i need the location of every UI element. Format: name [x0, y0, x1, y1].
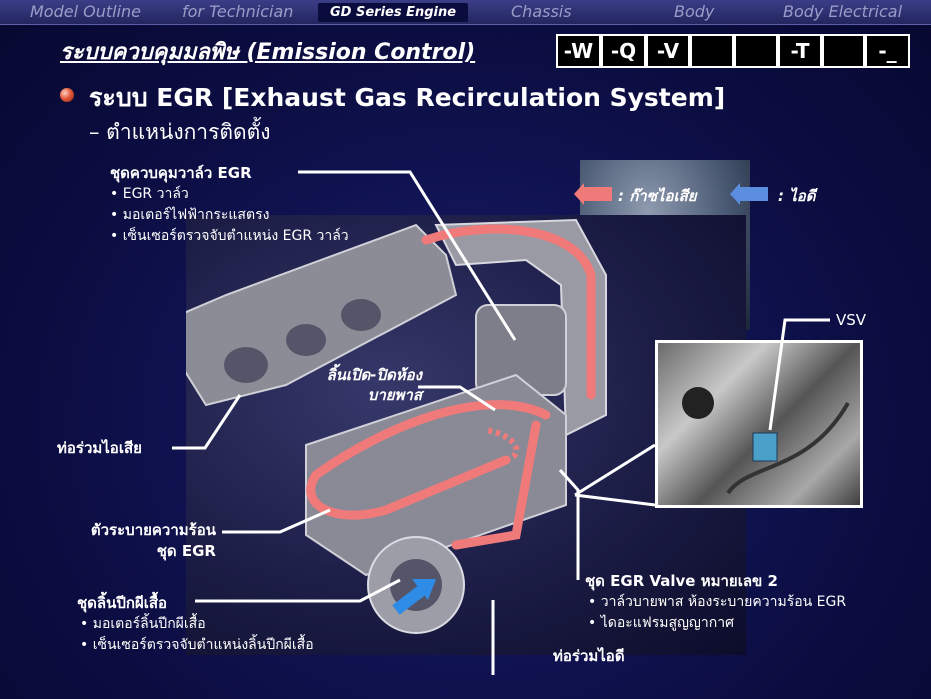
variant-box-t: -T — [778, 34, 822, 68]
bullet-icon — [60, 88, 74, 102]
bypass-flap-label-2: บายพาส — [367, 386, 422, 404]
intake-flow-arrow — [392, 582, 430, 615]
throttle-assy-item: มอเตอร์ลิ้นปีกผีเสื้อ — [80, 614, 314, 635]
egr-valve-assy-title: ชุดควบคุมวาล์ว EGR — [110, 164, 252, 182]
throttle-assy-list: มอเตอร์ลิ้นปีกผีเสื้อ เซ็นเซอร์ตรวจจับตำ… — [80, 614, 314, 656]
egr-valve-no2-title: ชุด EGR Valve หมายเลข 2 — [585, 572, 778, 590]
egr-valve-no2-item: ไดอะแฟรมสูญญากาศ — [588, 613, 846, 634]
tab-gd-series-engine[interactable]: GD Series Engine — [318, 3, 469, 22]
top-navigation: Model Outline for Technician GD Series E… — [0, 0, 931, 25]
intake-arrow-head — [412, 579, 436, 600]
egr-valve-assy-item: เซ็นเซอร์ตรวจจับตำแหน่ง EGR วาล์ว — [110, 226, 349, 247]
tab-chassis[interactable]: Chassis — [511, 2, 572, 21]
tab-for-technician[interactable]: for Technician — [182, 2, 294, 21]
egr-valve-no2-item: วาล์วบายพาส ห้องระบายความร้อน EGR — [588, 592, 846, 613]
manifold-port-2 — [286, 324, 326, 356]
vsv-inset-photo — [655, 340, 863, 508]
egr-cooler-label-2: ชุด EGR — [156, 542, 216, 560]
manifold-port-1 — [224, 347, 268, 383]
intake-legend-label: : ไอดี — [778, 187, 816, 205]
bypass-flap-label-1: ลิ้นเปิด-ปิดห้อง — [326, 366, 422, 384]
inset-hose — [726, 402, 850, 495]
inset-vsv-body — [752, 432, 778, 462]
intake-manifold-label: ท่อร่วมไอดี — [553, 647, 625, 665]
tab-model-outline[interactable]: Model Outline — [30, 2, 142, 21]
page-title: ระบบควบคุมมลพิษ (Emission Control) — [60, 40, 476, 65]
exhaust-legend-arrow-icon — [574, 183, 612, 205]
manifold-port-3 — [341, 299, 381, 331]
variant-box-underscore: -_ — [865, 34, 910, 68]
egr-valve-assy-item: มอเตอร์ไฟฟ้ากระแสตรง — [110, 205, 349, 226]
variant-box-empty-3 — [822, 34, 865, 68]
exhaust-legend-label: : ก๊าซไอเสีย — [618, 187, 697, 205]
egr-valve-assy-item: EGR วาล์ว — [110, 184, 349, 205]
variant-box-w: -W — [556, 34, 601, 68]
egr-valve-no2-list: วาล์วบายพาส ห้องระบายความร้อน EGR ไดอะแฟ… — [588, 592, 846, 634]
exhaust-manifold-label: ท่อร่วมไอเสีย — [57, 439, 142, 457]
variant-box-v: -V — [646, 34, 690, 68]
egr-valve-assy-list: EGR วาล์ว มอเตอร์ไฟฟ้ากระแสตรง เซ็นเซอร์… — [110, 184, 349, 247]
exhaust-flow-arrow-3 — [451, 420, 541, 550]
intake-legend-arrow-icon — [730, 183, 768, 205]
inset-port — [682, 387, 714, 419]
throttle-assy-title: ชุดลิ้นปีกผีเสื้อ — [77, 594, 168, 612]
section-heading: ระบบ EGR [Exhaust Gas Recirculation Syst… — [89, 83, 726, 112]
variant-box-empty-1 — [690, 34, 734, 68]
tab-body-electrical[interactable]: Body Electrical — [783, 2, 903, 21]
egr-cooler-label-1: ตัวระบายความร้อน — [90, 521, 216, 539]
variant-box-q: -Q — [601, 34, 646, 68]
throttle-assy-item: เซ็นเซอร์ตรวจจับตำแหน่งลิ้นปีกผีเสื้อ — [80, 635, 314, 656]
variant-box-empty-2 — [734, 34, 778, 68]
tab-body[interactable]: Body — [674, 2, 715, 21]
section-subheading: – ตำแหน่งการติดตั้ง — [89, 120, 271, 144]
vsv-label: VSV — [836, 311, 867, 329]
